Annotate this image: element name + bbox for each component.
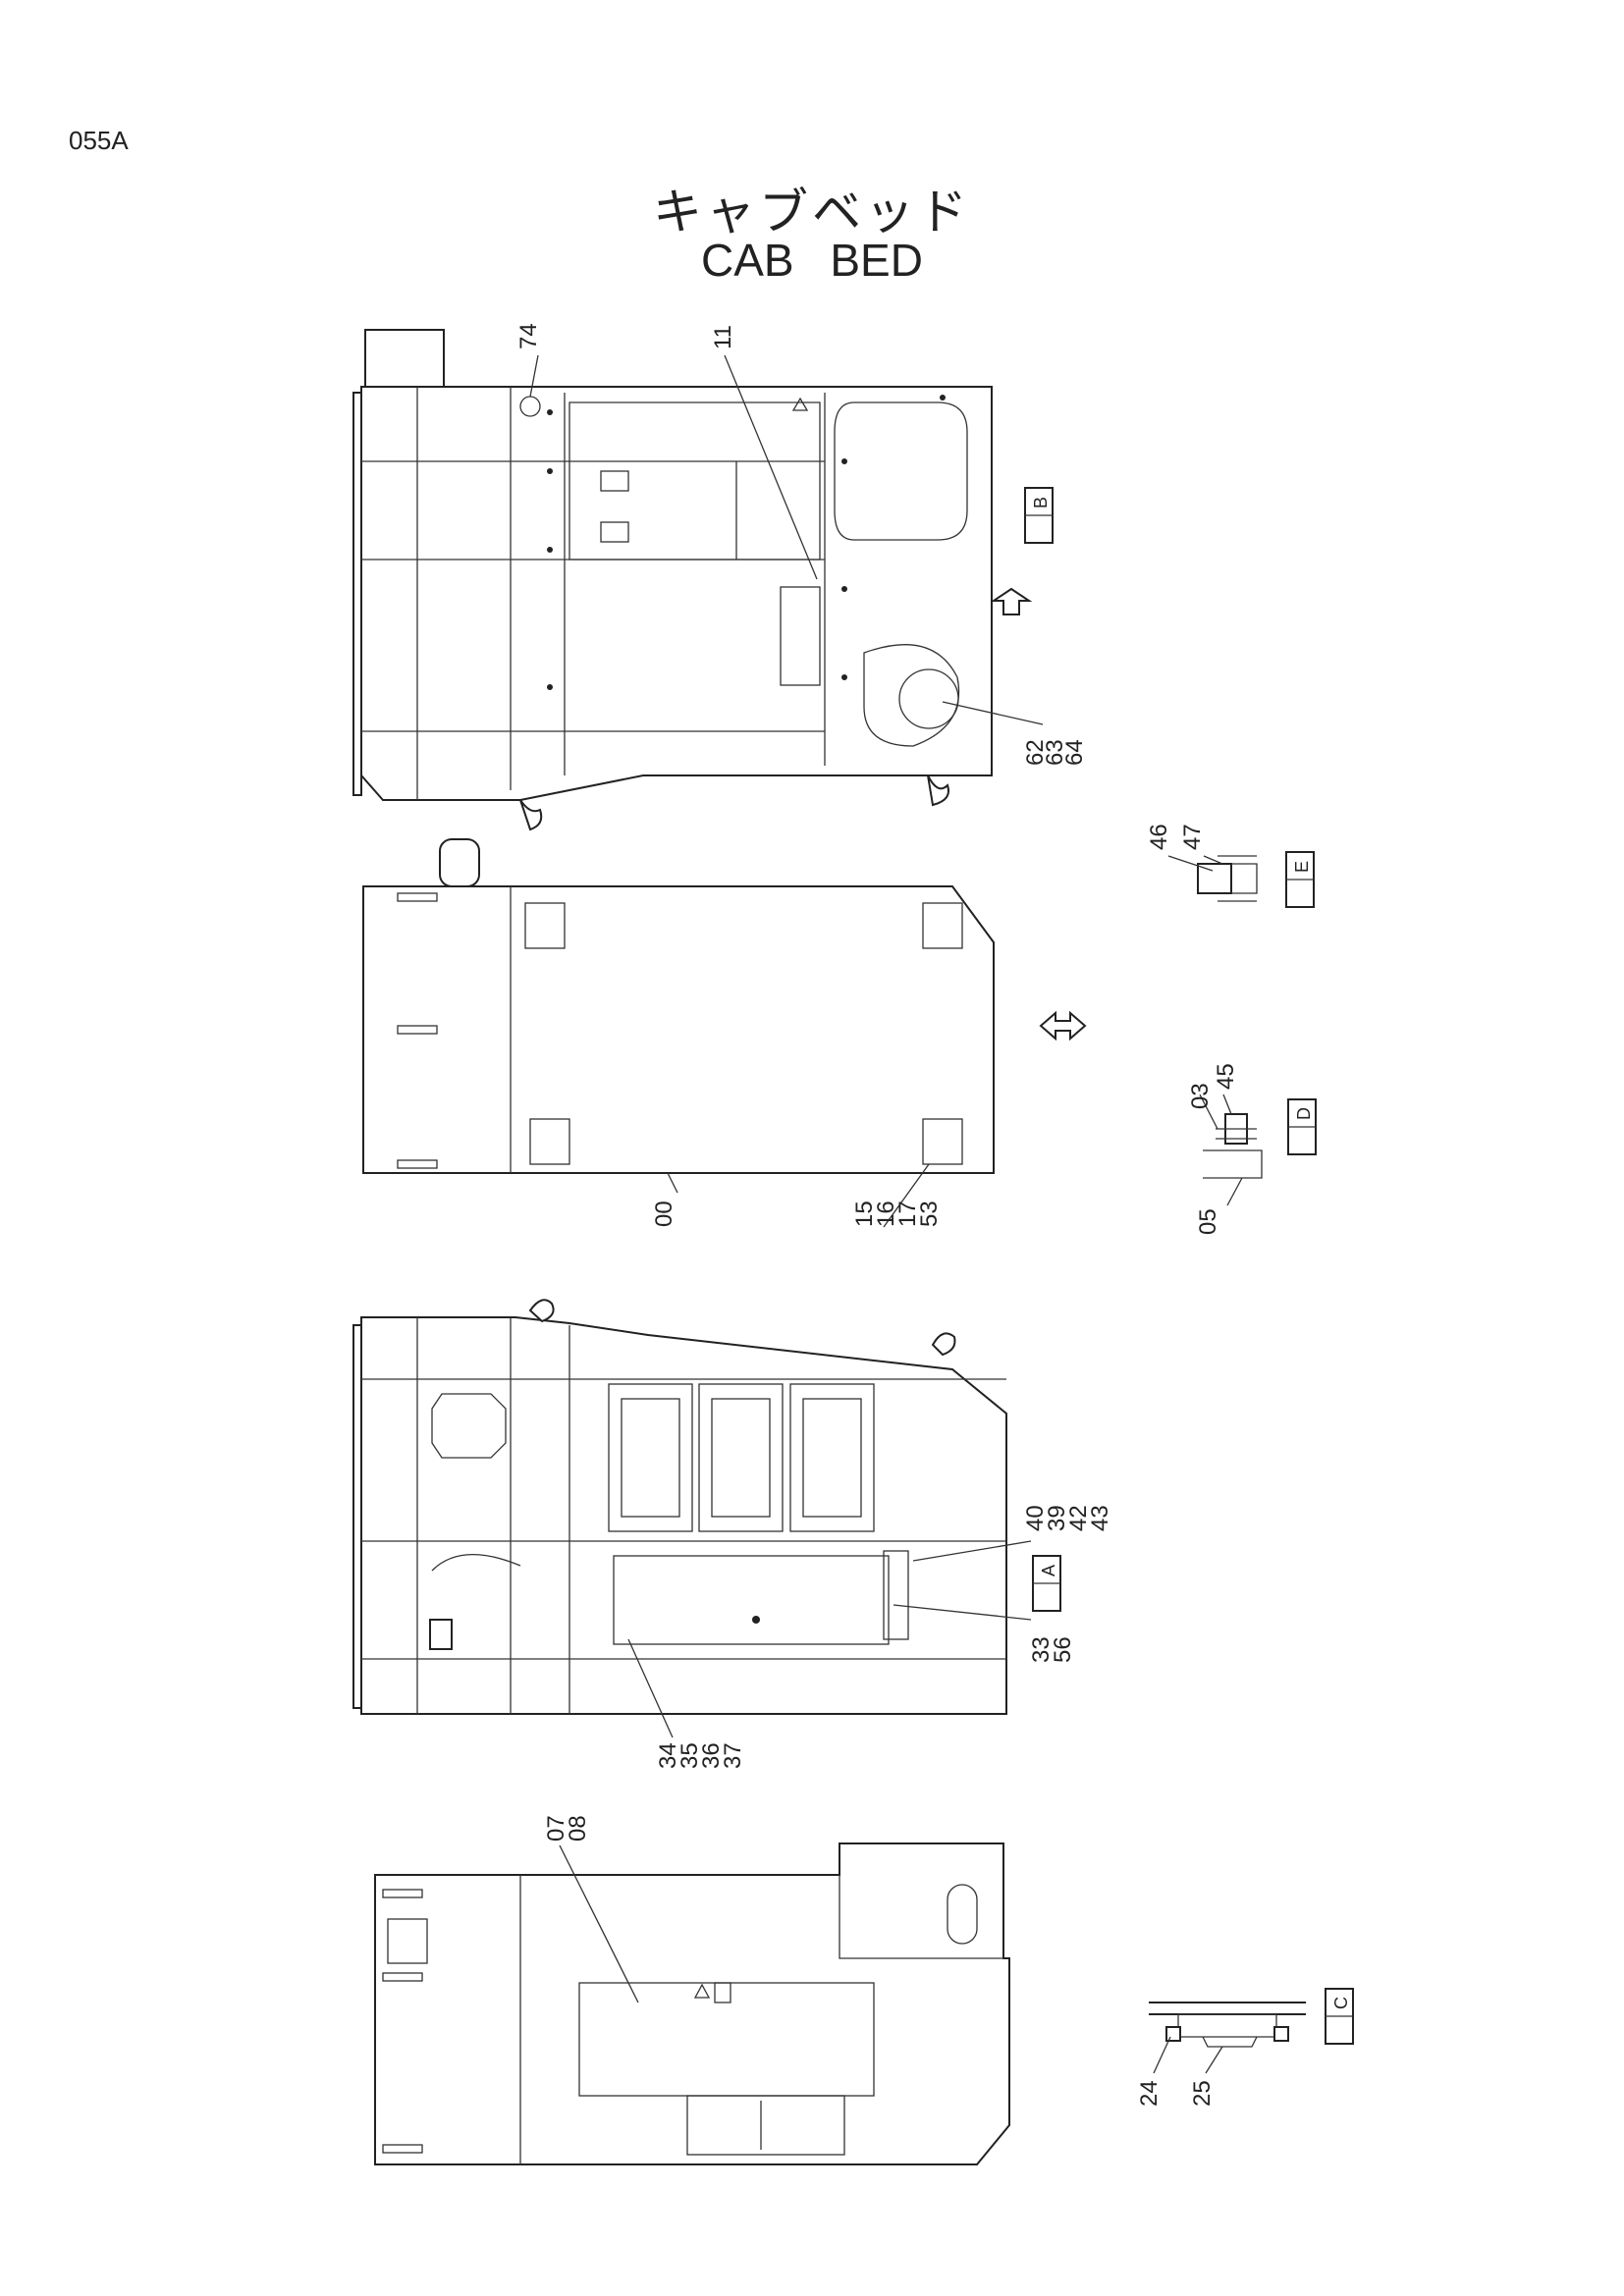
- part-label-46: 46: [1146, 824, 1172, 850]
- part-label-11: 11: [710, 325, 736, 349]
- part-label-16: 16: [873, 1201, 899, 1227]
- section-tag-d-letter: D: [1294, 1107, 1314, 1120]
- part-label-24: 24: [1136, 2080, 1163, 2107]
- part-label-43: 43: [1087, 1505, 1113, 1531]
- part-label-40: 40: [1022, 1505, 1049, 1531]
- arrow-up-icon: [990, 587, 1033, 615]
- section-tag-b: B: [1024, 487, 1054, 544]
- section-tag-a: A: [1032, 1555, 1061, 1612]
- part-label-08: 08: [565, 1815, 591, 1842]
- part-label-35: 35: [677, 1742, 703, 1769]
- cab-top-view: [362, 838, 995, 1228]
- title-english: CAB BED: [701, 235, 923, 286]
- page-code: 055A: [69, 126, 129, 155]
- part-label-56: 56: [1050, 1636, 1076, 1663]
- cab-side-view-upper: [352, 329, 1044, 831]
- section-tag-a-letter: A: [1039, 1565, 1058, 1576]
- title-japanese: キャブベッド: [653, 184, 971, 240]
- section-tag-c-letter: C: [1331, 1997, 1351, 2009]
- part-label-34: 34: [655, 1742, 681, 1769]
- part-label-03: 03: [1187, 1083, 1214, 1109]
- part-label-74: 74: [515, 323, 542, 349]
- section-tag-b-letter: B: [1031, 497, 1051, 508]
- part-label-63: 63: [1042, 739, 1068, 766]
- part-label-17: 17: [894, 1201, 921, 1227]
- part-label-15: 15: [851, 1201, 878, 1227]
- part-label-33: 33: [1028, 1636, 1055, 1663]
- section-tag-e-letter: E: [1292, 861, 1312, 873]
- part-label-42: 42: [1065, 1505, 1092, 1531]
- part-label-25: 25: [1189, 2080, 1216, 2107]
- part-label-53: 53: [916, 1201, 943, 1227]
- cab-side-view-lower: [352, 1299, 1032, 1738]
- part-label-62: 62: [1022, 739, 1049, 766]
- cab-bottom-view: [374, 1842, 1010, 2165]
- part-label-37: 37: [720, 1742, 746, 1769]
- detail-c: [1149, 1988, 1354, 2074]
- detail-d: [1199, 1094, 1317, 1206]
- detail-e: [1167, 851, 1315, 908]
- part-label-39: 39: [1044, 1505, 1070, 1531]
- part-label-05: 05: [1195, 1208, 1221, 1235]
- part-label-45: 45: [1213, 1063, 1239, 1090]
- part-label-07: 07: [543, 1815, 569, 1842]
- part-label-47: 47: [1179, 824, 1206, 850]
- arrow-both-icon: [1039, 1010, 1087, 1041]
- part-label-00: 00: [651, 1201, 677, 1227]
- part-label-64: 64: [1061, 739, 1088, 766]
- part-label-36: 36: [698, 1742, 725, 1769]
